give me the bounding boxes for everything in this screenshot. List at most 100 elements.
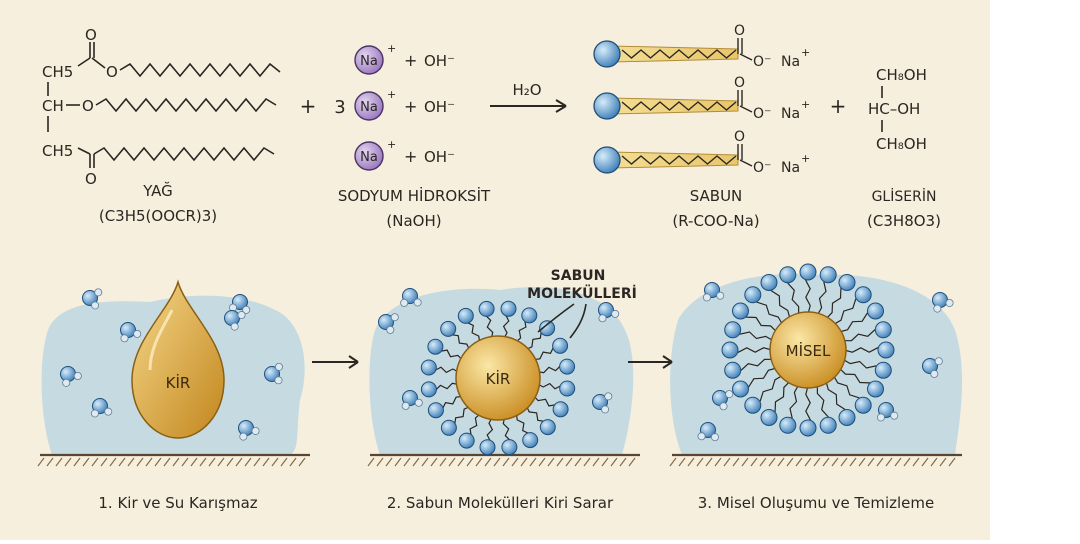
- stage2-dirt-sphere: [455, 335, 541, 421]
- soap-molecule: [525, 320, 556, 351]
- soap-molecule: [427, 338, 463, 361]
- sodium-plus: +: [404, 51, 417, 70]
- water-hydrogen: [230, 322, 239, 331]
- callout-leader-1: [537, 303, 575, 333]
- callout-leader-2: [569, 303, 587, 339]
- water-molecule: [82, 288, 103, 310]
- water-hydrogen: [400, 298, 409, 307]
- water-molecule: [90, 398, 113, 418]
- water-hydrogen: [94, 288, 103, 297]
- soap-molecule: [833, 286, 872, 326]
- stage1-dirt-label: KİR: [166, 373, 191, 392]
- glycerin-bottom: CH₈OH: [876, 135, 927, 153]
- soap-head: [478, 300, 495, 317]
- fat-chain-2: [95, 97, 277, 113]
- soap-head: [799, 263, 817, 281]
- fat-row1-group: CH5: [42, 63, 73, 81]
- fat-bond: [91, 57, 106, 69]
- plus-sign-1: +: [300, 94, 317, 118]
- water-hydrogen: [239, 432, 248, 441]
- sodium-charge: +: [387, 42, 396, 55]
- soap-hydrophilic-head: [593, 92, 621, 120]
- soap-molecule: [427, 395, 463, 419]
- soap-molecule: [479, 417, 496, 456]
- soap-head: [724, 321, 742, 339]
- glycerin-label: GLİSERİN: [872, 187, 937, 205]
- soap-charge: +: [801, 152, 810, 165]
- soap-head: [779, 416, 797, 434]
- soap-charge: +: [801, 98, 810, 111]
- sodium-hydroxide-group: Na++OH⁻Na++OH⁻Na++OH⁻: [354, 42, 455, 171]
- coefficient-3: 3: [334, 97, 345, 118]
- droplet-highlight: [148, 309, 174, 371]
- soap-bond: [739, 53, 753, 61]
- soap-molecule: [842, 358, 892, 379]
- water-hydrogen: [414, 398, 423, 407]
- water-hydrogen: [890, 411, 899, 420]
- soap-molecule: [760, 274, 791, 319]
- plus-sign-2: +: [830, 94, 847, 118]
- fat-label: YAĞ: [142, 181, 173, 200]
- soap-callout-line1: SABUN: [551, 268, 606, 284]
- soap-head: [724, 361, 742, 379]
- water-hydrogen: [390, 313, 399, 322]
- sodium-ion: [354, 45, 384, 75]
- soap-callout-line2: MOLEKÜLLERİ: [527, 284, 637, 302]
- soap-head: [854, 286, 872, 304]
- water-hydrogen: [251, 426, 260, 435]
- hydroxide-label: OH⁻: [424, 52, 455, 70]
- soap-formula: (R-COO-Na): [672, 212, 759, 230]
- soap-carboxyl-o: O: [734, 129, 745, 145]
- sodium-ion: [354, 141, 384, 171]
- soap-head: [874, 321, 892, 339]
- soap-molecule: [760, 380, 791, 426]
- water-molecule: [932, 292, 954, 313]
- soap-molecule: [420, 381, 459, 398]
- soap-charge: +: [801, 46, 810, 59]
- soap-head: [420, 381, 437, 398]
- soap-molecule: [799, 385, 817, 437]
- water-hydrogen: [876, 413, 885, 422]
- soap-head: [479, 439, 496, 456]
- soap-molecule: [501, 417, 518, 456]
- water-oxygen: [932, 292, 948, 308]
- water-molecule: [264, 362, 283, 385]
- water-hydrogen: [598, 314, 607, 323]
- fat-bond: [77, 147, 91, 155]
- soap-molecule: [724, 321, 774, 342]
- stage2-dirt-label: KİR: [486, 369, 511, 388]
- water-hydrogen: [413, 298, 422, 307]
- water-hydrogen: [133, 329, 142, 338]
- sodium-plus: +: [404, 147, 417, 166]
- soap-cation: Na: [781, 160, 800, 176]
- soap-molecule: [839, 302, 884, 333]
- water-oxygen: [238, 420, 254, 436]
- fat-row3-carbonyl-o: O: [85, 170, 97, 188]
- water-hydrogen: [933, 304, 942, 313]
- soap-head: [744, 396, 762, 414]
- water-hydrogen: [604, 392, 613, 401]
- sodium-hydroxide-row: Na++OH⁻: [354, 42, 455, 75]
- sodium-ion-label: Na: [360, 150, 378, 165]
- soap-molecule: [732, 367, 777, 398]
- dirt-droplet: [131, 279, 225, 439]
- sodium-ion: [354, 91, 384, 121]
- glycerin-formula: (C3H8O3): [867, 212, 941, 230]
- soap-head: [559, 358, 576, 375]
- water-hydrogen: [386, 325, 395, 334]
- glycerin-middle: HC–OH: [868, 100, 920, 118]
- water-hydrogen: [702, 293, 711, 302]
- sodium-hydroxide-row: Na++OH⁻: [354, 88, 455, 121]
- glycerin-molecule: CH₈OH HC–OH CH₈OH GLİSERİN (C3H8O3): [867, 66, 941, 230]
- soap-head: [838, 274, 856, 291]
- soap-molecule: [440, 405, 471, 436]
- water-hydrogen: [934, 357, 943, 366]
- soap-head: [732, 302, 749, 320]
- water-oxygen: [378, 314, 394, 330]
- soap-head: [721, 341, 739, 359]
- hydroxide-label: OH⁻: [424, 98, 455, 116]
- fat-molecule: CH5 O O CH O CH5 O YAĞ (C3H5(OOCR)3): [42, 26, 281, 225]
- soap-head: [440, 320, 457, 337]
- soap-head: [779, 266, 797, 284]
- soap-head: [457, 307, 474, 324]
